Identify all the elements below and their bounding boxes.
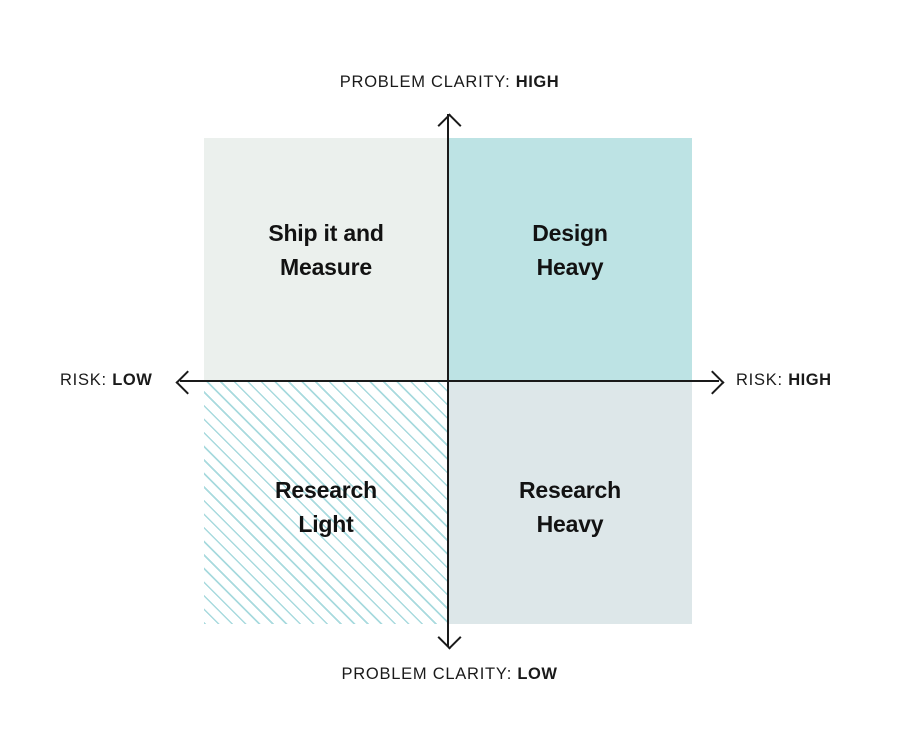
horizontal-axis-line	[180, 380, 719, 382]
quadrant-ship-it-and-measure[interactable]: Ship it and Measure	[204, 138, 448, 381]
arrow-left-icon	[175, 370, 200, 395]
axis-label-risk-high: RISK: HIGH	[736, 371, 832, 390]
axis-label-risk-high-key: RISK:	[736, 371, 783, 389]
arrow-up-icon	[437, 113, 462, 138]
axis-label-clarity-low: PROBLEM CLARITY: LOW	[0, 665, 901, 684]
axis-label-risk-low: RISK: LOW	[60, 371, 152, 390]
axis-label-clarity-high: PROBLEM CLARITY: HIGH	[0, 73, 901, 92]
quadrant-research-heavy[interactable]: Research Heavy	[448, 381, 692, 624]
axis-label-risk-low-value: LOW	[112, 371, 153, 389]
quadrant-label-top-left: Ship it and Measure	[268, 220, 384, 280]
quadrant-design-heavy[interactable]: Design Heavy	[448, 138, 692, 381]
axis-label-risk-high-value: HIGH	[788, 371, 832, 389]
quadrant-research-light[interactable]: Research Light	[204, 381, 448, 624]
quadrant-label-bottom-left: Research Light	[275, 477, 377, 537]
axis-label-clarity-high-value: HIGH	[515, 73, 560, 91]
axis-label-risk-low-key: RISK:	[60, 371, 107, 389]
axis-label-clarity-high-key: PROBLEM CLARITY:	[339, 73, 511, 91]
quadrant-label-bottom-right: Research Heavy	[519, 477, 621, 537]
arrow-right-icon	[700, 370, 725, 395]
quadrant-label-top-right: Design Heavy	[532, 220, 608, 280]
arrow-down-icon	[437, 625, 462, 650]
matrix-box: Ship it and Measure Design Heavy Researc…	[204, 138, 692, 624]
axis-label-clarity-low-key: PROBLEM CLARITY:	[341, 665, 513, 683]
axis-label-clarity-low-value: LOW	[517, 665, 558, 683]
